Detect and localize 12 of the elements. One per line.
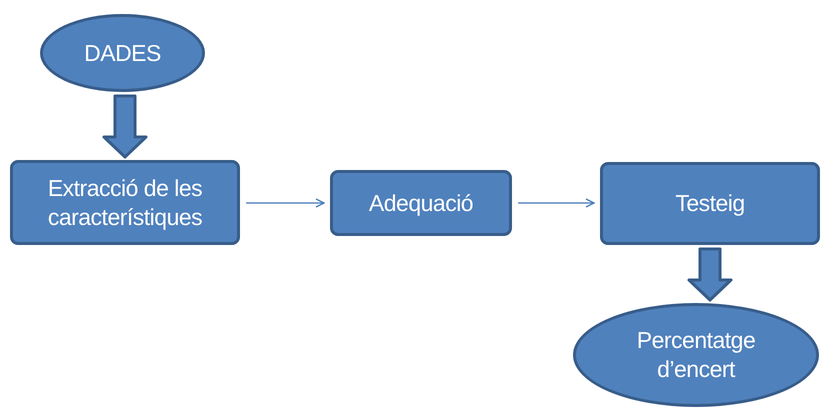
node-label: Testeig [675, 189, 745, 218]
node-label: Percentatge d’encert [636, 326, 756, 384]
arrow [246, 198, 325, 208]
node-label: DADES [84, 38, 161, 68]
arrow [518, 198, 595, 208]
process-box [10, 160, 240, 245]
process-box [330, 170, 512, 236]
block-arrow [102, 94, 148, 158]
process-box [600, 162, 820, 245]
block-arrow [688, 248, 732, 302]
node-label: Extracció de les característiques [46, 174, 204, 232]
node-label: Adequació [368, 188, 474, 218]
